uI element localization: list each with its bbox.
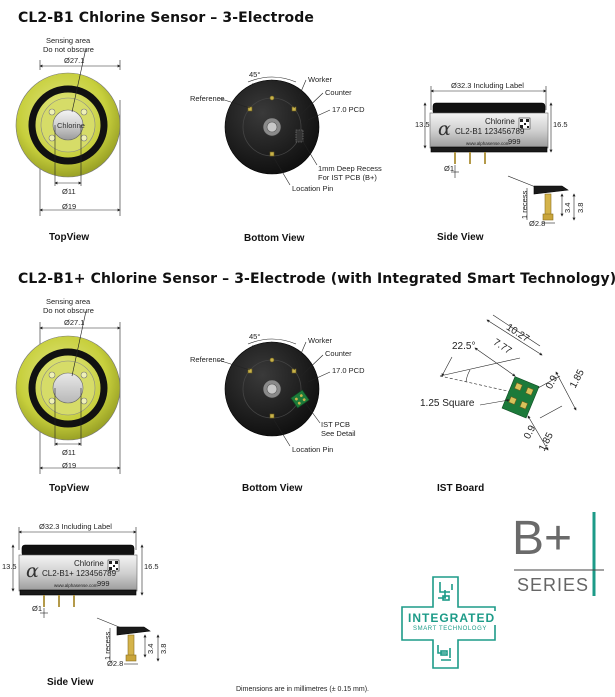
reference-label: Reference: [190, 94, 225, 103]
series-text: SERIES: [517, 575, 590, 595]
side-view-caption: Side View: [437, 232, 484, 243]
label-dim: Ø32.3 Including Label: [451, 81, 524, 90]
worker-label-2: Worker: [308, 336, 333, 345]
side-view-caption-2: Side View: [47, 677, 94, 688]
label-dim-2: Ø32.3 Including Label: [39, 522, 112, 531]
dim-3-8-2: 3.8: [159, 643, 168, 654]
side-url-2: www.alphasense.com: [54, 583, 98, 588]
height-16-5: 16.5: [553, 120, 568, 129]
recess-dim: 1 recess: [520, 190, 529, 219]
section2-title: CL2-B1+ Chlorine Sensor – 3-Electrode (w…: [18, 271, 615, 287]
side-serial: CL2-B1 123456789: [455, 127, 525, 136]
top-view-caption: TopView: [49, 232, 90, 243]
bottom-view-caption-2: Bottom View: [242, 483, 303, 494]
dim-19-2: Ø19: [62, 461, 77, 470]
bottom-view-caption: Bottom View: [244, 233, 305, 244]
dim-2-8: Ø2.8: [529, 219, 546, 228]
location-pin-label-2: Location Pin: [292, 445, 334, 454]
side-view-2: [11, 527, 160, 665]
top-view-caption-2: TopView: [49, 483, 90, 494]
top-view-1: [15, 47, 121, 216]
sensing-area-label-2: Sensing area: [46, 297, 91, 306]
side-serial-2: CL2-B1+ 123456789: [42, 569, 117, 578]
alpha-logo: α: [438, 118, 451, 140]
pcd-label: 17.0 PCD: [332, 105, 365, 114]
do-not-obscure-label-2: Do not obscure: [43, 306, 94, 315]
ist-angle: 22.5°: [452, 341, 476, 352]
side-url: www.alphasense.com: [466, 141, 510, 146]
height-13-5: 13.5: [415, 120, 430, 129]
side-name-2: Chlorine: [74, 559, 104, 568]
angle-45: 45°: [249, 70, 261, 79]
top-view-2: [15, 310, 121, 474]
dim-1-2: Ø1: [32, 604, 43, 613]
location-pin-label: Location Pin: [292, 184, 334, 193]
height-13-5-2: 13.5: [2, 562, 17, 571]
dimensions-note: Dimensions are in millimetres (± 0.15 mm…: [236, 686, 369, 693]
dim-3-8: 3.8: [576, 202, 585, 213]
height-16-5-2: 16.5: [144, 562, 159, 571]
side-code: 999: [508, 137, 521, 146]
dim-11-2: Ø11: [62, 448, 76, 457]
b-plus-text: B+: [512, 512, 573, 565]
dim-11: Ø11: [62, 187, 76, 196]
side-view-1: [423, 86, 576, 224]
bottom-view-1: [217, 76, 331, 186]
face-label: Chlorine: [57, 121, 85, 130]
section1-title: CL2-B1 Chlorine Sensor – 3-Electrode: [18, 10, 314, 26]
dim-1: Ø1: [444, 164, 455, 173]
integrated-text: INTEGRATED: [407, 611, 497, 625]
b-plus-series-logo: [514, 512, 604, 596]
ist-pcb-label: IST PCB: [321, 420, 351, 429]
dim-27-1: Ø27.1: [64, 56, 85, 65]
side-code-2: 999: [97, 579, 110, 588]
side-name: Chlorine: [485, 117, 515, 126]
reference-label-2: Reference: [190, 355, 225, 364]
recess-dim-2: 1 recess: [103, 631, 112, 660]
do-not-obscure-label: Do not obscure: [43, 45, 94, 54]
alpha-logo-2: α: [26, 560, 39, 582]
recess-label-2: For IST PCB (B+): [318, 173, 377, 182]
dim-27-1-2: Ø27.1: [64, 318, 85, 327]
angle-45-2: 45°: [249, 332, 261, 341]
recess-label-1: 1mm Deep Recess: [318, 164, 382, 173]
ist-board-caption: IST Board: [437, 483, 485, 494]
pcd-label-2: 17.0 PCD: [332, 366, 365, 375]
dim-19: Ø19: [62, 202, 77, 211]
counter-label-2: Counter: [325, 349, 352, 358]
dim-3-4-2: 3.4: [146, 643, 155, 654]
bottom-view-2: [217, 338, 331, 447]
dim-2-8-2: Ø2.8: [107, 659, 124, 668]
worker-label: Worker: [308, 75, 333, 84]
see-detail-label: See Detail: [321, 429, 356, 438]
ist-square: 1.25 Square: [420, 398, 475, 409]
sensing-area-label: Sensing area: [46, 36, 91, 45]
smart-technology-text: SMART TECHNOLOGY: [413, 626, 487, 632]
dim-3-4: 3.4: [563, 202, 572, 213]
ist-board-detail: [439, 314, 577, 451]
counter-label: Counter: [325, 88, 352, 97]
